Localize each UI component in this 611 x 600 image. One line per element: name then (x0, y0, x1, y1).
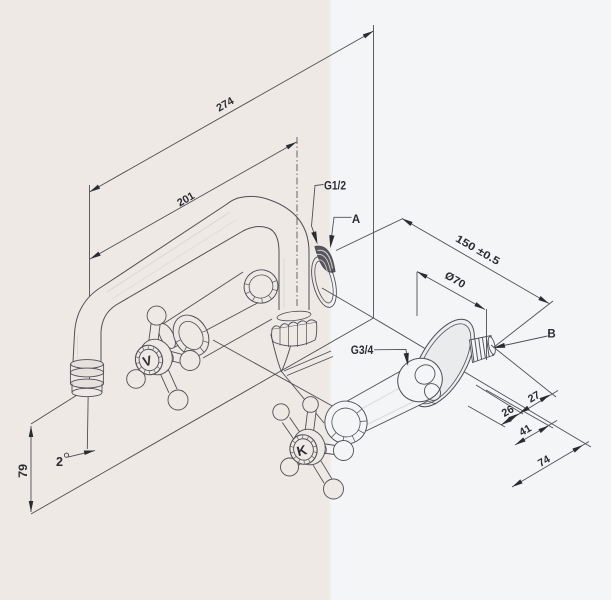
svg-text:74: 74 (536, 453, 552, 469)
svg-text:B: B (547, 329, 555, 341)
svg-text:27: 27 (526, 389, 542, 405)
svg-text:41: 41 (517, 422, 533, 438)
svg-text:79: 79 (18, 464, 30, 478)
svg-text:V: V (141, 353, 154, 370)
svg-text:2: 2 (56, 455, 63, 469)
svg-text:A: A (352, 214, 360, 226)
svg-text:K: K (295, 442, 309, 459)
svg-text:G3/4: G3/4 (351, 343, 374, 357)
svg-text:26: 26 (500, 403, 516, 419)
svg-text:G1/2: G1/2 (324, 179, 346, 193)
